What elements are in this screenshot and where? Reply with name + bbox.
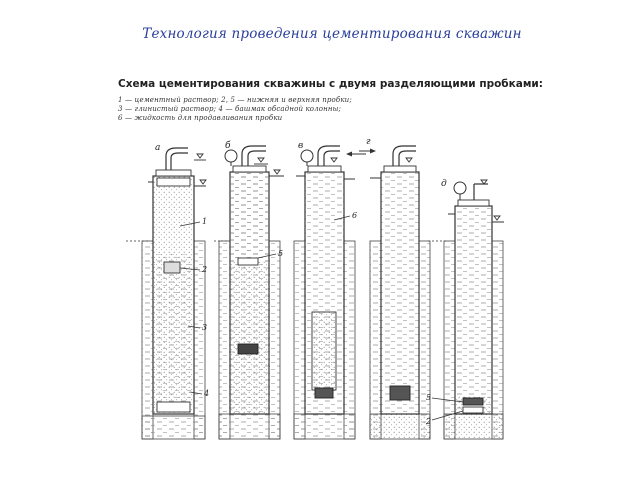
well-e — [428, 181, 504, 440]
stage-label-e: д — [441, 179, 447, 189]
cementing-diagram: Схема цементирования скважины с двумя ра… — [108, 76, 543, 456]
stage-label-c: в — [298, 141, 303, 151]
stage-label-b: б — [225, 140, 231, 151]
slide-title: Технология проведения цементирования скв… — [142, 26, 522, 42]
stage-label-d: г — [366, 137, 371, 147]
diagram-heading: Схема цементирования скважины с двумя ра… — [118, 78, 543, 90]
well-a — [126, 147, 220, 440]
well-b — [218, 145, 284, 440]
callout-a-1: 1 — [202, 217, 207, 226]
callout-e-5: 5 — [426, 393, 431, 402]
callout-leaders — [179, 215, 464, 421]
callout-a-4: 4 — [203, 389, 209, 398]
callout-c-6: 6 — [352, 211, 357, 220]
legend-line-2: 3 — глинистый раствор; 4 — башмак обсадн… — [118, 105, 342, 113]
stage-label-a: а — [155, 143, 160, 153]
well-d — [359, 145, 431, 440]
callout-a-2: 2 — [201, 265, 207, 274]
legend-line-1: 1 — цементный раствор; 2, 5 — нижняя и в… — [118, 96, 352, 104]
callout-a-3: 3 — [202, 323, 207, 332]
ground-markers — [194, 153, 501, 221]
callout-b-5: 5 — [278, 249, 283, 258]
callout-e-2: 2 — [425, 417, 431, 426]
legend-line-3: 6 — жидкость для продавливания пробки — [118, 114, 283, 122]
wells-drawing: а б в г д 1 2 3 4 5 6 5 2 — [126, 137, 504, 440]
well-c — [293, 145, 366, 440]
